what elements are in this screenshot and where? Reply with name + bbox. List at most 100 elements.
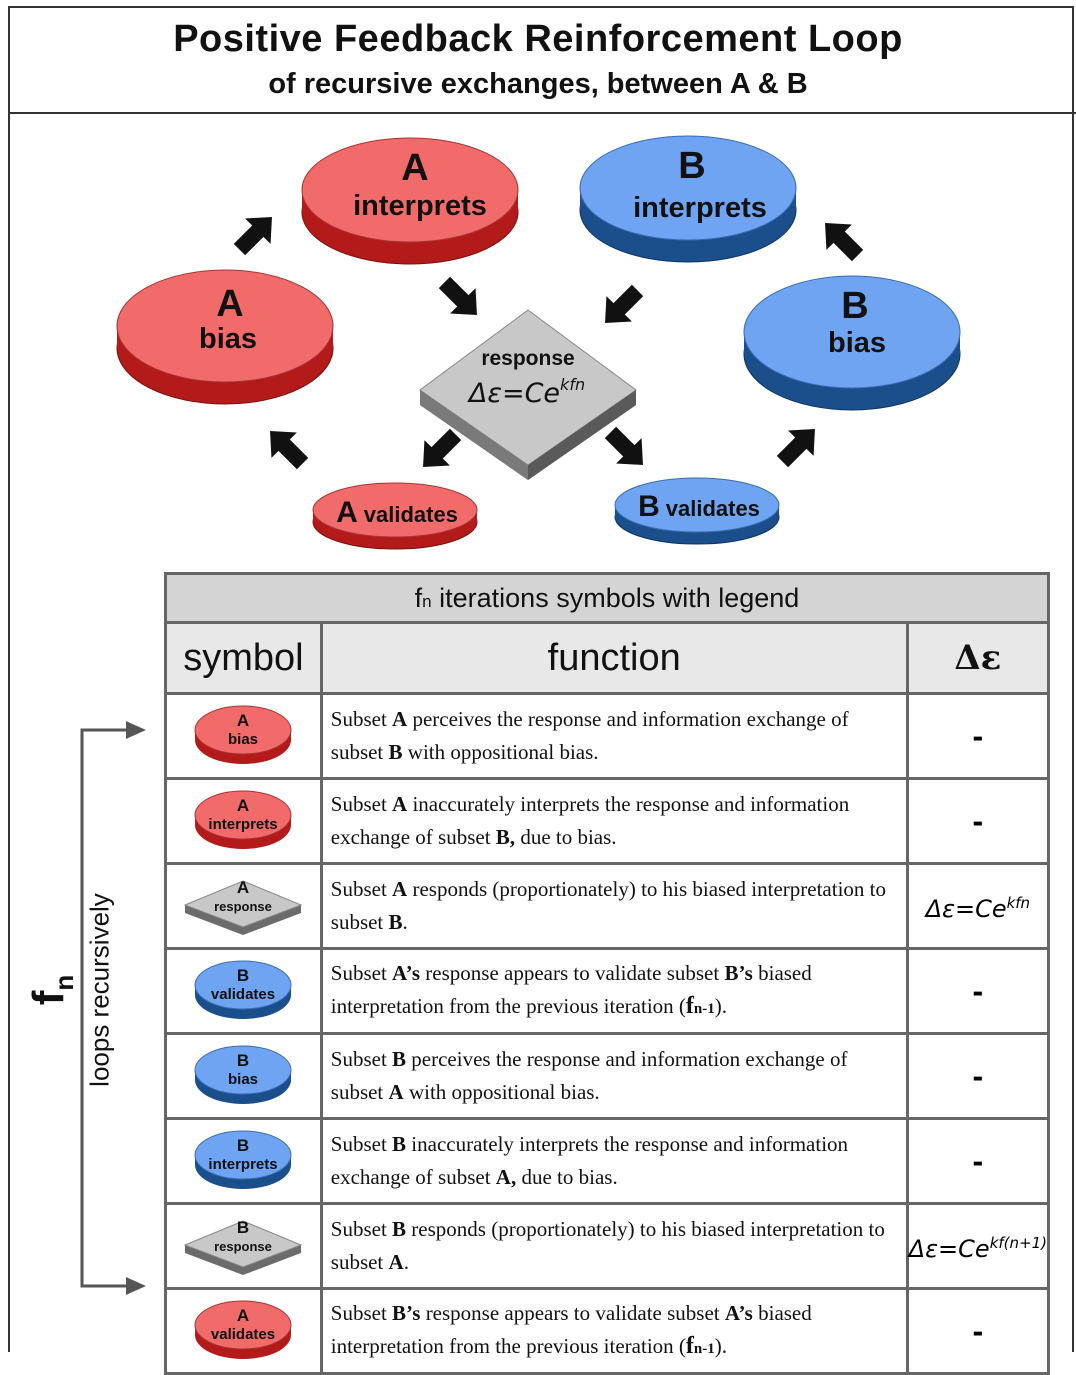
loop-fn-label: fn <box>24 974 79 1006</box>
svg-text:A: A <box>237 796 249 815</box>
symbol-cell: B response <box>164 1202 323 1290</box>
svg-text:bias: bias <box>228 731 258 748</box>
loop-arrow-top-icon <box>126 721 146 739</box>
node-b-bias-label: bias <box>828 327 886 359</box>
column-header-function: function <box>319 621 909 695</box>
arrow-ainterprets-to-response <box>438 276 477 315</box>
loop-recursively-label: loops recursively <box>84 893 115 1087</box>
svg-text:bias: bias <box>228 1071 258 1088</box>
flow-arrows <box>233 217 864 470</box>
delta-cell: - <box>905 692 1051 780</box>
svg-text:B: B <box>237 1136 249 1155</box>
arrow-bbias-to-binterprets <box>825 223 864 262</box>
arrow-binterprets-to-response <box>605 284 644 323</box>
node-a-bias-letter: A <box>216 283 243 325</box>
function-cell: Subset B perceives the response and info… <box>319 1032 909 1120</box>
symbol-diamond-icon: A response <box>184 878 303 935</box>
symbol-cell: B interprets <box>164 1117 323 1205</box>
function-cell: Subset A inaccurately interprets the res… <box>319 777 909 865</box>
node-b-bias-letter: B <box>841 285 868 327</box>
node-response: response Δε=Cekfn <box>419 309 637 480</box>
function-cell: Subset B responds (proportionately) to h… <box>319 1202 909 1290</box>
table-row: B interprets Subset B inaccurately inter… <box>164 1117 1051 1205</box>
table-row: B validates Subset A’s response appears … <box>164 947 1051 1035</box>
node-a-interprets-label: interprets <box>353 190 487 222</box>
symbol-disc-red-icon: A validates <box>194 1300 292 1359</box>
svg-text:interprets: interprets <box>209 816 278 833</box>
table-row: A validates Subset B’s response appears … <box>164 1287 1051 1375</box>
svg-text:response: response <box>214 1239 272 1254</box>
symbol-disc-blue-icon: B interprets <box>194 1130 292 1189</box>
function-cell: Subset A’s response appears to validate … <box>319 947 909 1035</box>
delta-cell: - <box>905 1117 1051 1205</box>
table-row: A bias Subset A perceives the response a… <box>164 692 1051 780</box>
svg-text:B: B <box>237 1051 249 1070</box>
title-divider <box>8 112 1076 114</box>
node-b-bias: B bias <box>743 275 961 411</box>
figure-title: Positive Feedback Reinforcement Loop <box>173 18 903 60</box>
symbol-disc-blue-icon: B validates <box>194 960 292 1019</box>
figure-frame <box>8 6 1074 1352</box>
function-cell: Subset B’s response appears to validate … <box>319 1287 909 1375</box>
svg-text:validates: validates <box>211 986 275 1003</box>
node-a-bias-label: bias <box>199 323 257 355</box>
svg-text:response: response <box>214 899 272 914</box>
symbol-diamond-icon: B response <box>184 1218 303 1275</box>
function-cell: Subset A perceives the response and info… <box>319 692 909 780</box>
symbol-cell: B bias <box>164 1032 323 1120</box>
function-cell: Subset B inaccurately interprets the res… <box>319 1117 909 1205</box>
symbol-disc-red-icon: A interprets <box>194 790 292 849</box>
svg-text:A: A <box>237 878 249 897</box>
delta-cell: Δε=Cekf(n+1) <box>905 1202 1051 1290</box>
arrow-response-to-bvalidates <box>604 426 643 465</box>
svg-text:A: A <box>237 1306 249 1325</box>
node-response-label: response <box>481 347 574 370</box>
svg-text:A: A <box>237 711 249 730</box>
node-b-interprets-letter: B <box>678 145 705 187</box>
delta-cell: - <box>905 777 1051 865</box>
column-header-delta: Δε <box>905 621 1051 695</box>
legend-caption: fn iterations symbols with legend <box>164 572 1050 624</box>
symbol-cell: A response <box>164 862 323 950</box>
symbol-disc-blue-icon: B bias <box>194 1045 292 1104</box>
symbol-disc-red-icon: A bias <box>194 705 292 764</box>
svg-text:B: B <box>237 1218 249 1237</box>
symbol-cell: A bias <box>164 692 323 780</box>
node-b-interprets-label: interprets <box>633 192 767 224</box>
arrow-avalidates-to-abias <box>270 431 309 470</box>
node-response-formula: Δε=Ce <box>467 378 560 409</box>
table-row: A response Subset A responds (proportion… <box>164 862 1051 950</box>
arrow-abias-to-ainterprets <box>233 217 272 256</box>
node-response-exponent: kfn <box>560 375 585 394</box>
column-header-symbol: symbol <box>164 621 323 695</box>
loop-arrow-bottom-icon <box>126 1277 146 1295</box>
table-row: B bias Subset B perceives the response a… <box>164 1032 1051 1120</box>
legend-table: fn iterations symbols with legend symbol… <box>164 572 1051 1375</box>
function-cell: Subset A responds (proportionately) to h… <box>319 862 909 950</box>
delta-cell: Δε=Cekfn <box>905 862 1051 950</box>
svg-text:interprets: interprets <box>209 1156 278 1173</box>
delta-cell: - <box>905 1032 1051 1120</box>
node-b-validates-letter: B <box>638 490 660 523</box>
svg-text:Δε=Cekfn: Δε=Cekfn <box>467 375 585 409</box>
table-row: B response Subset B responds (proportion… <box>164 1202 1051 1290</box>
svg-text:B: B <box>237 966 249 985</box>
loop-bracket <box>80 728 138 1288</box>
symbol-cell: A interprets <box>164 777 323 865</box>
symbol-cell: B validates <box>164 947 323 1035</box>
symbol-cell: A validates <box>164 1287 323 1375</box>
table-row: A interprets Subset A inaccurately inter… <box>164 777 1051 865</box>
node-a-bias: A bias <box>116 269 334 405</box>
node-a-validates-letter: A <box>336 496 358 529</box>
svg-text:validates: validates <box>211 1326 275 1343</box>
figure-subtitle: of recursive exchanges, between A & B <box>268 68 808 100</box>
node-b-interprets: B interprets <box>579 135 797 263</box>
node-b-validates-label: validates <box>666 496 760 521</box>
delta-cell: - <box>905 1287 1051 1375</box>
node-a-interprets: A interprets <box>301 137 519 265</box>
node-a-validates-label: validates <box>364 502 458 527</box>
